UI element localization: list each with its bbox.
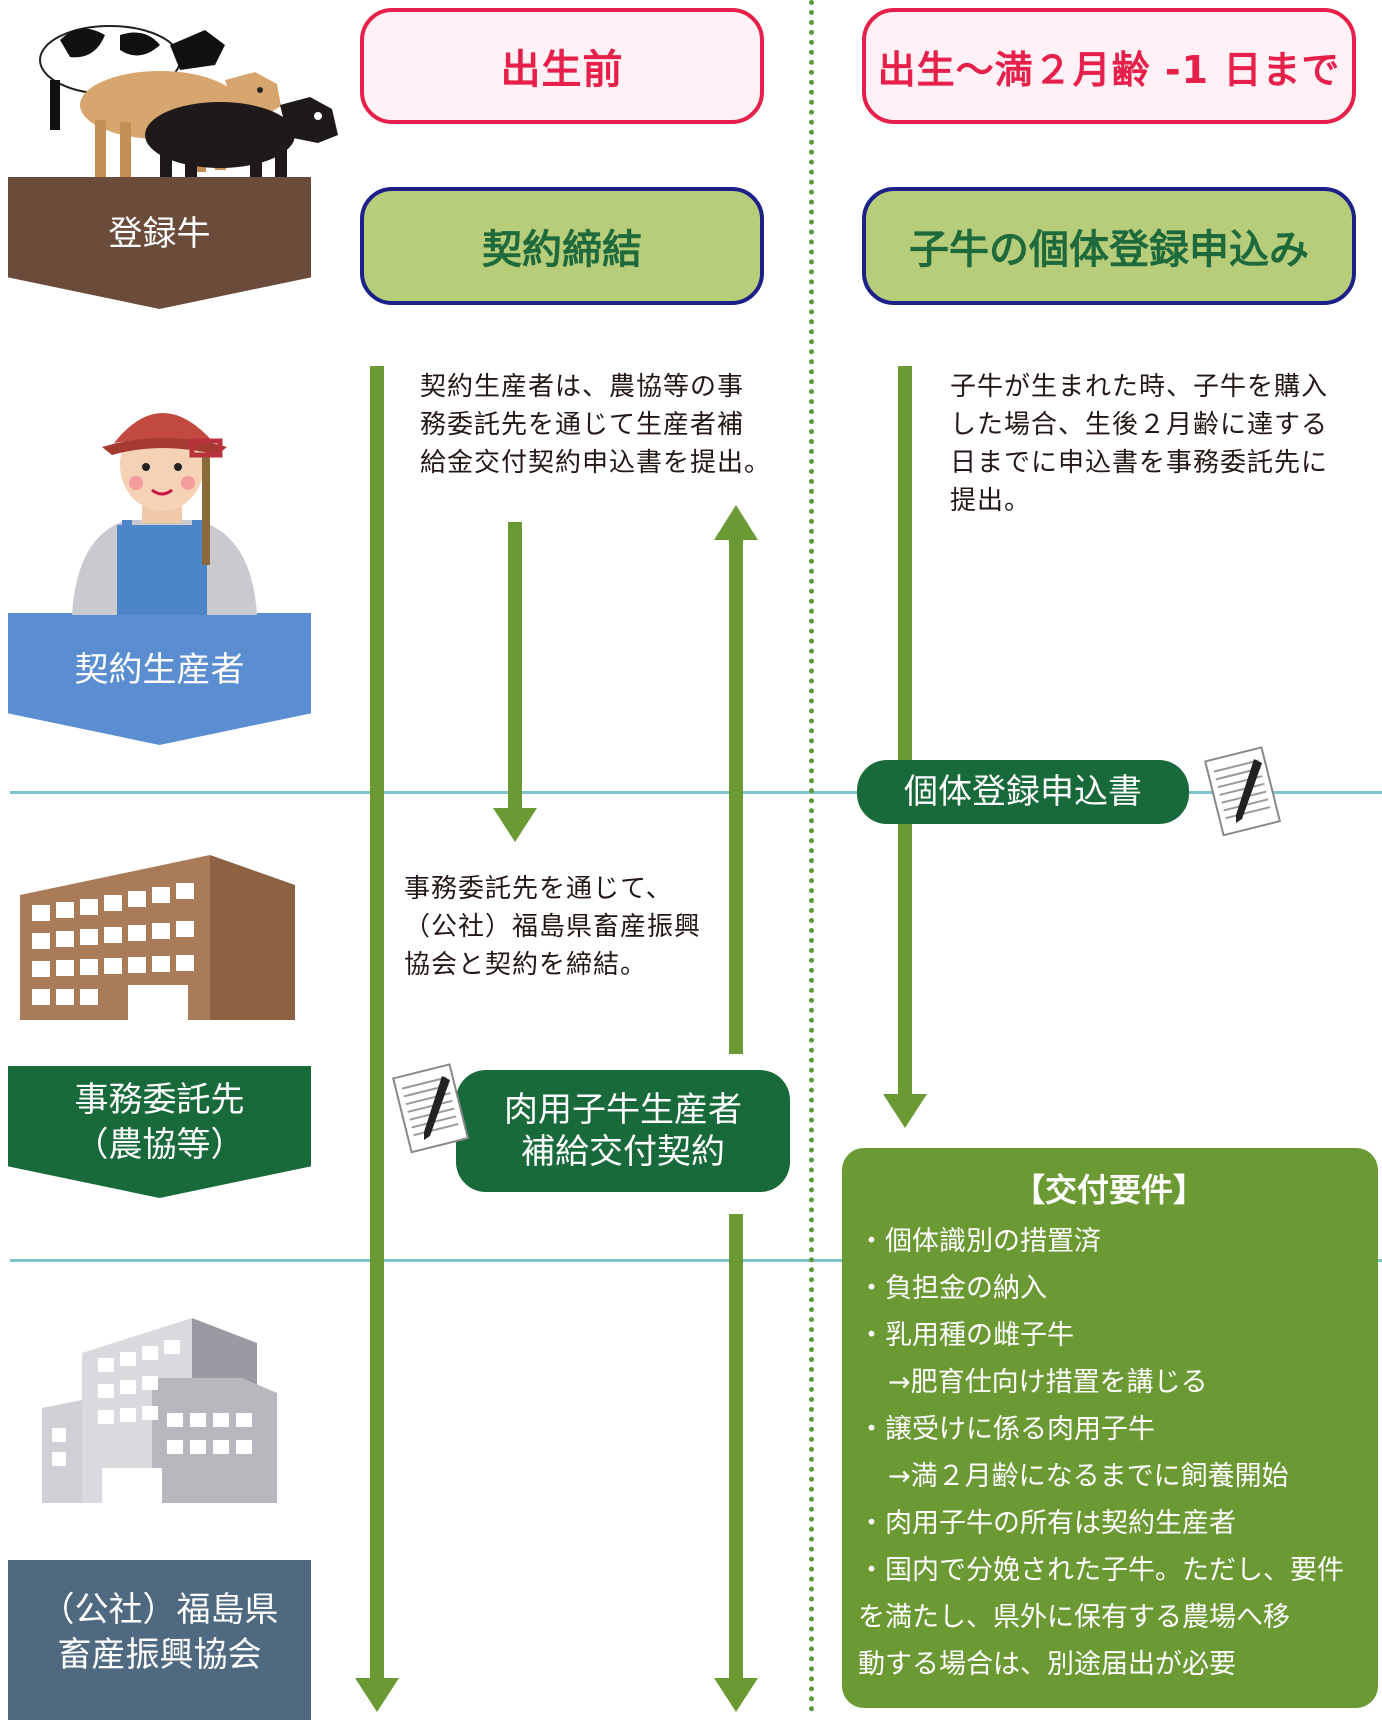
office-building-icon — [20, 855, 295, 1020]
phase-before-birth: 出生前 — [360, 8, 764, 124]
step-registration: 子牛の個体登録申込み — [862, 187, 1356, 305]
requirement-item: →満２月齢になるまでに飼養開始 — [888, 1461, 1289, 1492]
description-calf-submit: 子牛が生まれた時、子牛を購入 した場合、生後２月齢に達する 日までに申込書を事務… — [950, 372, 1329, 516]
role-banner-cattle: 登録牛 — [8, 177, 311, 309]
requirements-title: 【交付要件】 — [1012, 1171, 1205, 1209]
divider-producer-office — [10, 791, 1382, 794]
divider-office-association — [10, 1259, 1382, 1262]
description-office-contract: 事務委託先を通じて、 （公社）福島県畜産振興 協会と契約を締結。 — [404, 874, 702, 980]
role-banner-producer: 契約生産者 — [8, 613, 311, 745]
contract-document-label: 肉用子牛生産者 補給交付契約 — [456, 1070, 790, 1192]
arrow-head-left-down — [355, 1678, 399, 1712]
arrow-head-contract-up — [714, 505, 758, 540]
cattle-icon — [39, 25, 338, 203]
phase-separator — [809, 0, 814, 1713]
association-building-icon — [42, 1318, 277, 1503]
role-banner-office: 事務委託先 （農協等） — [8, 1066, 311, 1198]
farmer-icon — [72, 413, 257, 615]
document-pen-icon — [392, 1063, 470, 1154]
requirement-item: ・負担金の納入 — [858, 1273, 1047, 1304]
document-pen-icon — [1204, 746, 1282, 837]
phase-after-birth: 出生〜満２月齢 -1 日まで — [862, 8, 1356, 124]
description-producer-submit: 契約生産者は、農協等の事 務委託先を通じて生産者補 給金交付契約申込書を提出。 — [420, 372, 772, 478]
requirement-item: ・個体識別の措置済 — [858, 1226, 1101, 1257]
arrow-head-registration-down — [883, 1094, 927, 1128]
arrow-head-submit-down — [493, 808, 537, 842]
requirement-item: ・譲受けに係る肉用子牛 — [858, 1414, 1155, 1445]
requirement-item: →肥育仕向け措置を講じる — [888, 1367, 1208, 1398]
registration-form-label: 個体登録申込書 — [857, 760, 1189, 824]
step-contract: 契約締結 — [360, 187, 764, 305]
requirement-item: ・国内で分娩された子牛。ただし、要件 を満たし、県外に保有する農場へ移 動する場… — [858, 1555, 1344, 1680]
role-banner-association: （公社）福島県 畜産振興協会 — [8, 1560, 311, 1720]
requirements-box: 【交付要件】 ・個体識別の措置済 ・負担金の納入 ・乳用種の雌子牛 →肥育仕向け… — [842, 1148, 1378, 1708]
requirement-item: ・肉用子牛の所有は契約生産者 — [858, 1508, 1236, 1539]
arrow-head-right-down — [714, 1678, 758, 1712]
requirement-item: ・乳用種の雌子牛 — [858, 1320, 1074, 1351]
